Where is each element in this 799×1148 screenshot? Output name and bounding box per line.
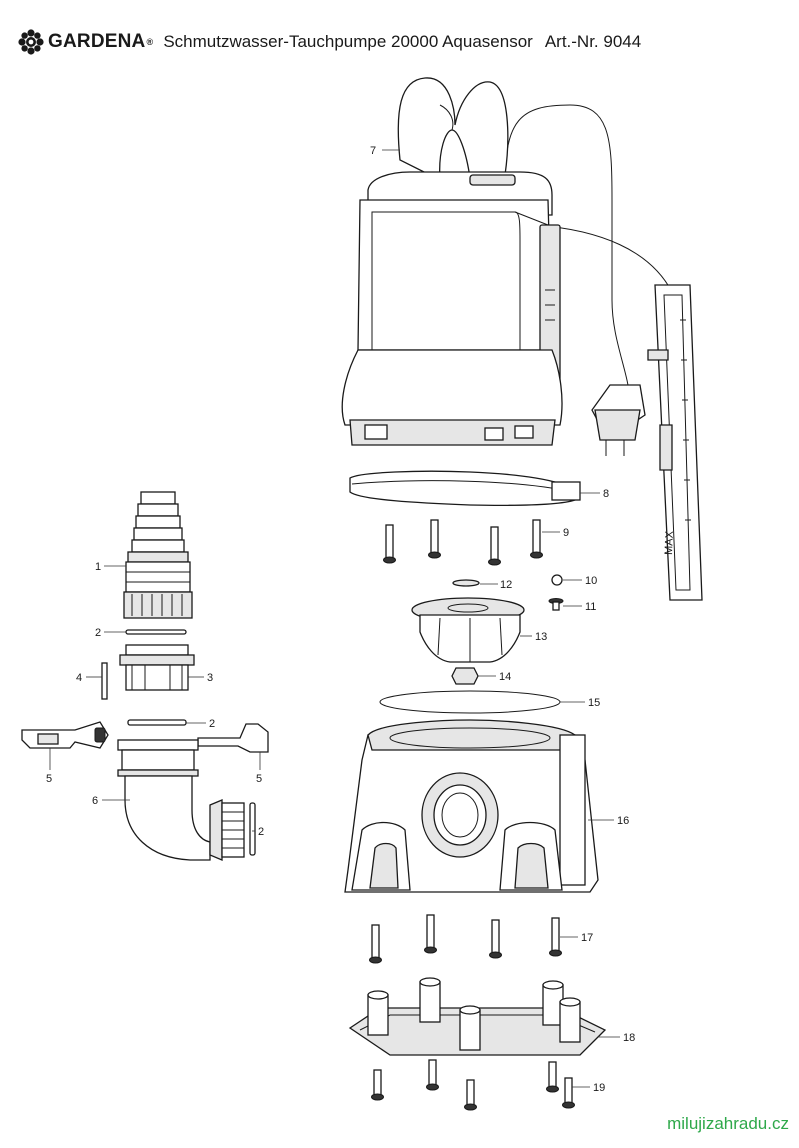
callout-7: 7: [370, 145, 376, 157]
callout-4: 4: [76, 672, 82, 684]
page-header: GARDENA® Schmutzwasser-Tauchpumpe 20000 …: [18, 26, 641, 58]
part-2-seal-upper: [125, 629, 187, 635]
registered-mark: ®: [146, 37, 154, 47]
callout-2-middle: 2: [209, 718, 215, 730]
part-4-pin: [101, 662, 108, 700]
product-title: Schmutzwasser-Tauchpumpe 20000 Aquasenso…: [163, 32, 533, 51]
part-3-connector: [119, 644, 195, 691]
callout-17: 17: [581, 932, 593, 944]
part-16-pump-base: [344, 719, 599, 893]
callout-2-lower: 2: [258, 826, 264, 838]
callout-9: 9: [563, 527, 569, 539]
part-5-clip-left: [21, 721, 109, 749]
callout-13: 13: [535, 631, 547, 643]
callout-12: 12: [500, 579, 512, 591]
watermark: milujizahradu.cz: [667, 1114, 789, 1133]
callout-8: 8: [603, 488, 609, 500]
part-10-ball: [551, 574, 563, 586]
brand-name: GARDENA: [48, 31, 146, 52]
article-number: Art.-Nr. 9044: [544, 32, 642, 51]
part-12-washer: [452, 579, 480, 587]
part-1-hose-adapter: [123, 491, 193, 619]
part-11-small-screw: [548, 598, 564, 611]
part-19-screws: [371, 1059, 575, 1111]
callout-10: 10: [585, 575, 597, 587]
callout-2-upper: 2: [95, 627, 101, 639]
callout-5-right: 5: [256, 773, 262, 785]
part-13-impeller: [411, 597, 525, 663]
part-2-seal-middle: [127, 719, 187, 726]
sensor-level-marks: [680, 319, 691, 521]
callout-16: 16: [617, 815, 629, 827]
part-14-nut: [451, 667, 479, 685]
callout-numbers: 7 8 9 10 11 12 13 14 15 16 17 18 19 1 2 …: [46, 145, 635, 1094]
part-6-elbow: [117, 739, 245, 861]
part-17-screws: [369, 914, 562, 964]
callout-11: 11: [585, 601, 596, 613]
part-9-screws: [383, 519, 543, 566]
part-7-pump-housing: MAX: [341, 77, 703, 601]
part-18-base-plate: [348, 977, 607, 1056]
gardena-flower-logo-icon: [18, 29, 44, 55]
gardena-brand: GARDENA®: [18, 29, 153, 55]
callout-19: 19: [593, 1082, 605, 1094]
sensor-max-marking: MAX: [663, 530, 676, 555]
callout-1: 1: [95, 561, 101, 573]
part-2-seal-lower: [249, 802, 256, 856]
callout-14: 14: [499, 671, 511, 683]
part-8-clamp-ring: [349, 470, 581, 506]
callout-leaders: [49, 149, 620, 1088]
callout-3: 3: [207, 672, 213, 684]
callout-6: 6: [92, 795, 98, 807]
callout-15: 15: [588, 697, 600, 709]
part-15-o-ring: [379, 690, 561, 714]
callout-5-left: 5: [46, 773, 52, 785]
callout-18: 18: [623, 1032, 635, 1044]
part-5-clip-right: [197, 723, 269, 753]
